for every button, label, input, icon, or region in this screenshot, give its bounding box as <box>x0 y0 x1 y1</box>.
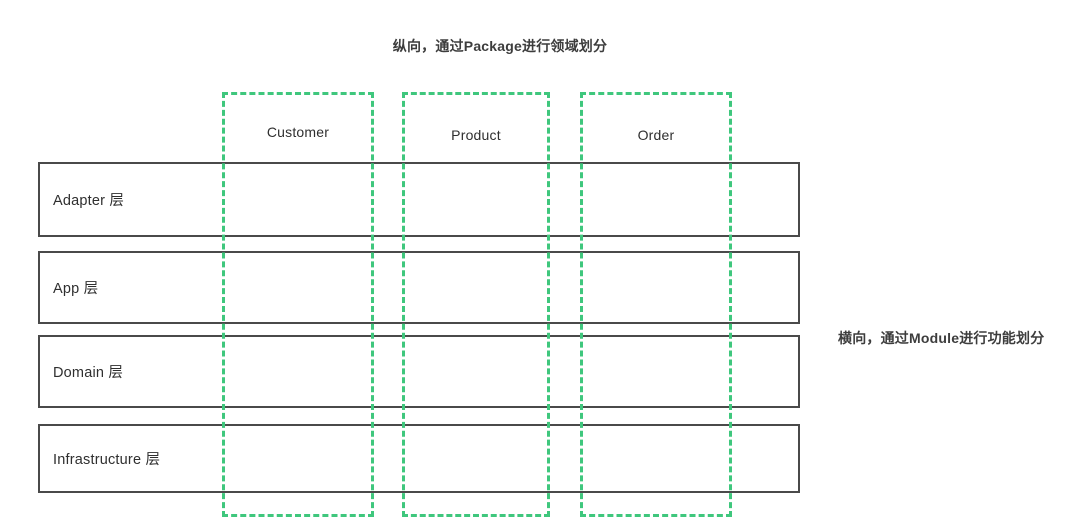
layer-box-domain[interactable]: Domain 层 <box>38 335 800 408</box>
diagram-side-caption: 横向，通过Module进行功能划分 <box>838 330 1045 346</box>
layer-label-app: App 层 <box>53 281 99 297</box>
domain-column-label-customer: Customer <box>266 124 330 140</box>
domain-column-label-product: Product <box>451 127 501 143</box>
layer-box-adapter[interactable]: Adapter 层 <box>38 162 800 237</box>
domain-column-label-order: Order <box>637 127 675 143</box>
domain-column-customer[interactable]: Customer <box>222 92 374 517</box>
layer-box-infrastructure[interactable]: Infrastructure 层 <box>38 424 800 493</box>
layer-box-app[interactable]: App 层 <box>38 251 800 324</box>
diagram-title: 纵向，通过Package进行领域划分 <box>392 38 608 54</box>
layer-label-infrastructure: Infrastructure 层 <box>53 452 161 468</box>
domain-column-order[interactable]: Order <box>580 92 732 517</box>
layer-label-domain: Domain 层 <box>53 365 124 381</box>
layer-label-adapter: Adapter 层 <box>53 193 125 209</box>
domain-column-product[interactable]: Product <box>402 92 550 517</box>
